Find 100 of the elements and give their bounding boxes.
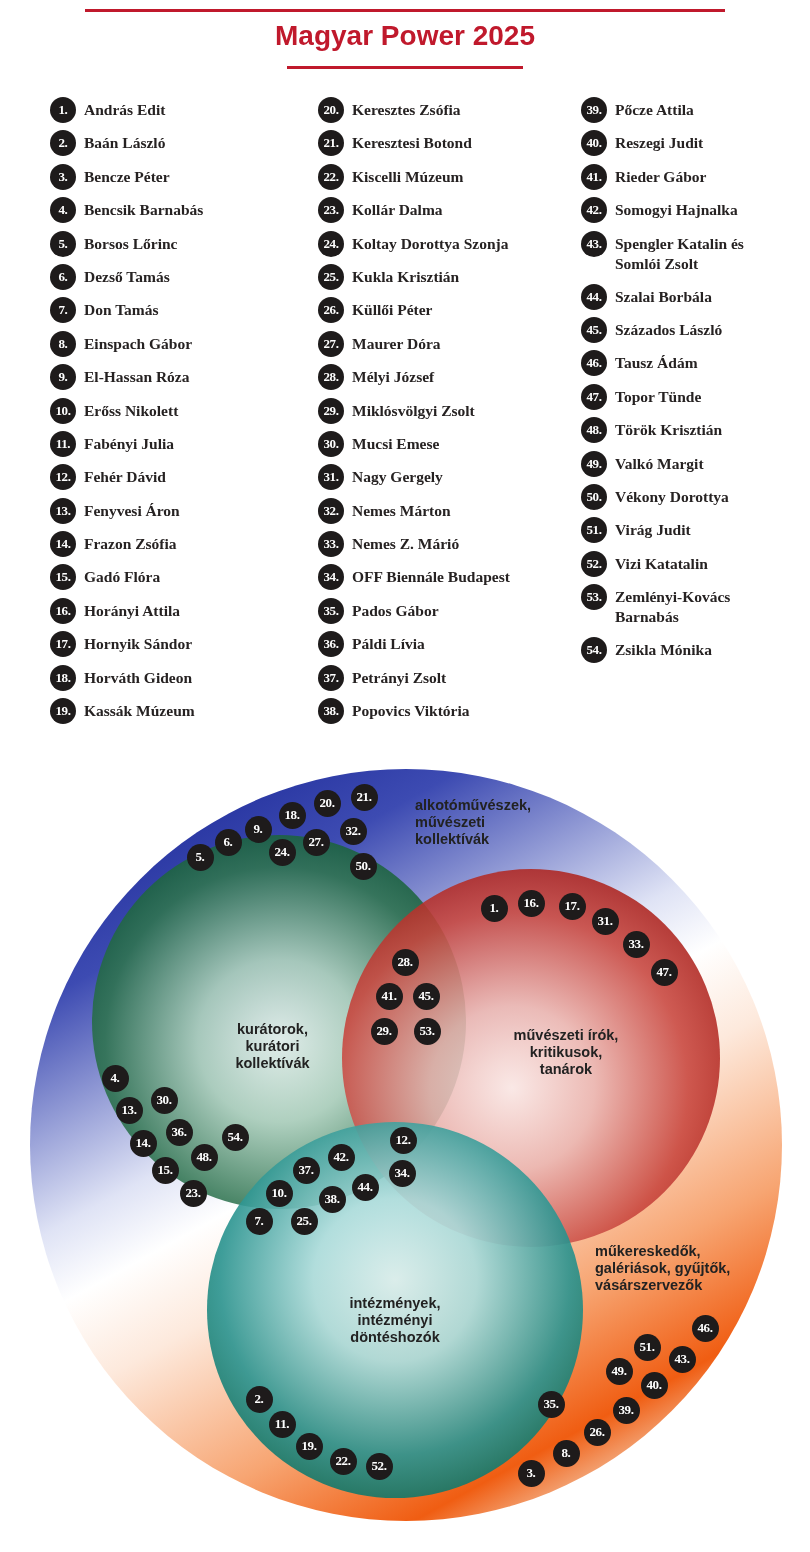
number-badge: 31.: [318, 464, 344, 491]
number-badge: 5.: [50, 230, 76, 257]
number-badge: 28.: [318, 364, 344, 391]
name-label: Tausz Ádám: [615, 353, 698, 374]
name-label: Virág Judit: [615, 520, 691, 541]
name-label: Kukla Krisztián: [352, 266, 460, 287]
number-badge: 4.: [50, 197, 76, 224]
name-label: Miklósvölgyi Zsolt: [352, 400, 475, 421]
name-label: Fehér Dávid: [84, 467, 166, 488]
name-label: Kollár Dalma: [352, 200, 443, 221]
name-label: Horváth Gideon: [84, 667, 193, 688]
number-badge: 9.: [50, 364, 76, 391]
name-label: Horányi Attila: [84, 600, 180, 621]
number-badge: 11.: [50, 430, 76, 457]
number-badge: 18.: [50, 664, 76, 691]
number-badge: 10.: [50, 397, 76, 424]
number-badge: 15.: [50, 564, 76, 591]
number-badge: 2.: [50, 130, 76, 157]
number-badge: 39.: [581, 97, 607, 123]
name-label: Valkó Margit: [615, 453, 704, 474]
number-badge: 40.: [581, 130, 607, 157]
number-badge: 16.: [50, 597, 76, 624]
name-label: Nemes Márton: [352, 500, 451, 521]
name-label: Fabényi Julia: [84, 433, 174, 454]
number-badge: 6.: [50, 263, 76, 290]
name-label: El-Hassan Róza: [84, 367, 190, 388]
name-label: Erőss Nikolett: [84, 400, 179, 421]
name-label: Mélyi József: [352, 367, 435, 388]
number-badge: 19.: [50, 698, 76, 725]
name-label: Vizi Katatalin: [615, 553, 708, 574]
name-label: Rieder Gábor: [615, 166, 707, 187]
number-badge: 26.: [318, 297, 344, 324]
number-badge: 41.: [581, 163, 607, 190]
number-badge: 27.: [318, 330, 344, 357]
name-label: Einspach Gábor: [84, 333, 193, 354]
number-badge: 43.: [581, 230, 607, 257]
title: Magyar Power 2025: [274, 20, 536, 52]
category-label: alkotóművészek, művészeti kollektívák: [415, 797, 533, 848]
number-badge: 32.: [318, 497, 344, 524]
name-label: Kassák Múzeum: [84, 701, 195, 722]
number-badge: 47.: [581, 383, 607, 410]
number-badge: 52.: [581, 550, 607, 577]
number-badge: 33.: [318, 531, 344, 558]
number-badge: 29.: [318, 397, 344, 424]
name-label: Don Tamás: [84, 300, 159, 321]
name-label: Reszegi Judit: [615, 133, 704, 154]
name-label: Keresztesi Botond: [352, 133, 472, 154]
category-label: művészeti írók, kritikusok, tanárok: [512, 1027, 620, 1078]
name-label: Fenyvesi Áron: [84, 500, 180, 521]
number-badge: 3.: [50, 163, 76, 190]
number-badge: 50.: [581, 483, 607, 510]
name-label: Koltay Dorottya Szonja: [352, 233, 509, 254]
category-label: kurátorok, kurátori kollektívák: [234, 1021, 311, 1072]
name-label: Dezső Tamás: [84, 266, 170, 287]
number-badge: 22.: [318, 163, 344, 190]
name-label: Zemlényi-Kovács Barnabás: [615, 587, 732, 628]
number-badge: 30.: [318, 430, 344, 457]
number-badge: 44.: [581, 283, 607, 310]
number-badge: 12.: [50, 464, 76, 491]
name-label: Mucsi Emese: [352, 433, 440, 454]
category-label: intézmények, intézményi döntéshozók: [348, 1295, 442, 1346]
name-label: Nemes Z. Márió: [352, 534, 460, 555]
name-label: Bencsik Barnabás: [84, 200, 204, 221]
name-label: Vékony Dorottya: [615, 486, 729, 507]
name-label: Pados Gábor: [352, 600, 439, 621]
number-badge: 21.: [318, 130, 344, 157]
name-label: Somogyi Hajnalka: [615, 200, 738, 221]
number-badge: 14.: [50, 531, 76, 558]
number-badge: 54.: [581, 637, 607, 664]
number-badge: 17.: [50, 631, 76, 658]
name-label: Frazon Zsófia: [84, 534, 177, 555]
name-label: Petrányi Zsolt: [352, 667, 447, 688]
number-badge: 49.: [581, 450, 607, 477]
number-badge: 24.: [318, 230, 344, 257]
name-label: Nagy Gergely: [352, 467, 443, 488]
name-label: Topor Tünde: [615, 386, 702, 407]
name-label: Páldi Lívia: [352, 634, 425, 655]
number-badge: 23.: [318, 197, 344, 224]
number-badge: 8.: [50, 330, 76, 357]
name-label: András Edit: [84, 100, 166, 120]
number-badge: 38.: [318, 698, 344, 725]
name-label: Százados László: [615, 319, 723, 340]
name-label: Gadó Flóra: [84, 567, 161, 588]
number-badge: 53.: [581, 584, 607, 611]
number-badge: 37.: [318, 664, 344, 691]
number-badge: 25.: [318, 263, 344, 290]
name-label: Popovics Viktória: [352, 701, 470, 722]
name-label: Maurer Dóra: [352, 333, 441, 354]
name-label: OFF Biennále Budapest: [352, 567, 510, 588]
number-badge: 7.: [50, 297, 76, 324]
name-label: Szalai Borbála: [615, 286, 712, 307]
number-badge: 36.: [318, 631, 344, 658]
number-badge: 48.: [581, 417, 607, 444]
number-badge: 51.: [581, 517, 607, 544]
name-label: Borsos Lőrinc: [84, 233, 178, 254]
number-badge: 34.: [318, 564, 344, 591]
name-label: Baán László: [84, 133, 166, 154]
number-badge: 13.: [50, 497, 76, 524]
name-label: Bencze Péter: [84, 166, 170, 187]
number-badge: 35.: [318, 597, 344, 624]
